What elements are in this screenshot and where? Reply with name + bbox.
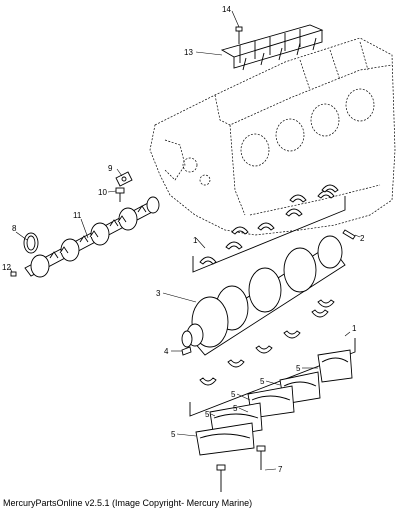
cam-plug bbox=[10, 271, 17, 277]
callout-13: 13 bbox=[184, 48, 193, 57]
callout-labels: 1 1 2 3 4 5 5 5 5 5 5 7 8 9 10 11 12 13 … bbox=[2, 5, 365, 474]
callout-3: 3 bbox=[156, 289, 161, 298]
callout-5-e: 5 bbox=[205, 410, 210, 419]
callout-12: 12 bbox=[2, 263, 11, 272]
callout-9: 9 bbox=[108, 164, 113, 173]
callout-7: 7 bbox=[278, 465, 283, 474]
callout-4: 4 bbox=[164, 347, 169, 356]
callout-5-f: 5 bbox=[171, 430, 176, 439]
upper-main-bearing-set bbox=[192, 184, 346, 273]
crank-key bbox=[181, 346, 192, 356]
crankshaft bbox=[181, 235, 346, 356]
callout-5-b: 5 bbox=[260, 377, 265, 386]
callout-14: 14 bbox=[222, 5, 231, 14]
callout-2: 2 bbox=[360, 234, 365, 243]
main-cap-bolts bbox=[216, 445, 266, 492]
camshaft bbox=[24, 196, 160, 278]
callout-1-lower: 1 bbox=[352, 324, 357, 333]
callout-8: 8 bbox=[12, 224, 17, 233]
lifter-guide-tray bbox=[220, 24, 324, 71]
callout-5-d: 5 bbox=[233, 404, 238, 413]
engine-block bbox=[149, 37, 396, 236]
retainer-plate bbox=[115, 171, 133, 187]
cam-bearing bbox=[23, 232, 39, 254]
callout-5-a: 5 bbox=[296, 364, 301, 373]
tray-bolt bbox=[235, 26, 243, 44]
lower-main-bearing-set bbox=[189, 299, 356, 417]
callout-11: 11 bbox=[73, 211, 82, 220]
copyright-footer: MercuryPartsOnline v2.5.1 (Image Copyrig… bbox=[3, 498, 253, 508]
main-bearing-caps bbox=[195, 349, 353, 456]
callout-10: 10 bbox=[98, 188, 107, 197]
leader-lines bbox=[9, 10, 361, 471]
callout-5-c: 5 bbox=[231, 390, 236, 399]
retainer-bolt bbox=[115, 187, 125, 202]
callout-1-upper: 1 bbox=[193, 236, 198, 245]
dowel-pin bbox=[342, 229, 356, 240]
